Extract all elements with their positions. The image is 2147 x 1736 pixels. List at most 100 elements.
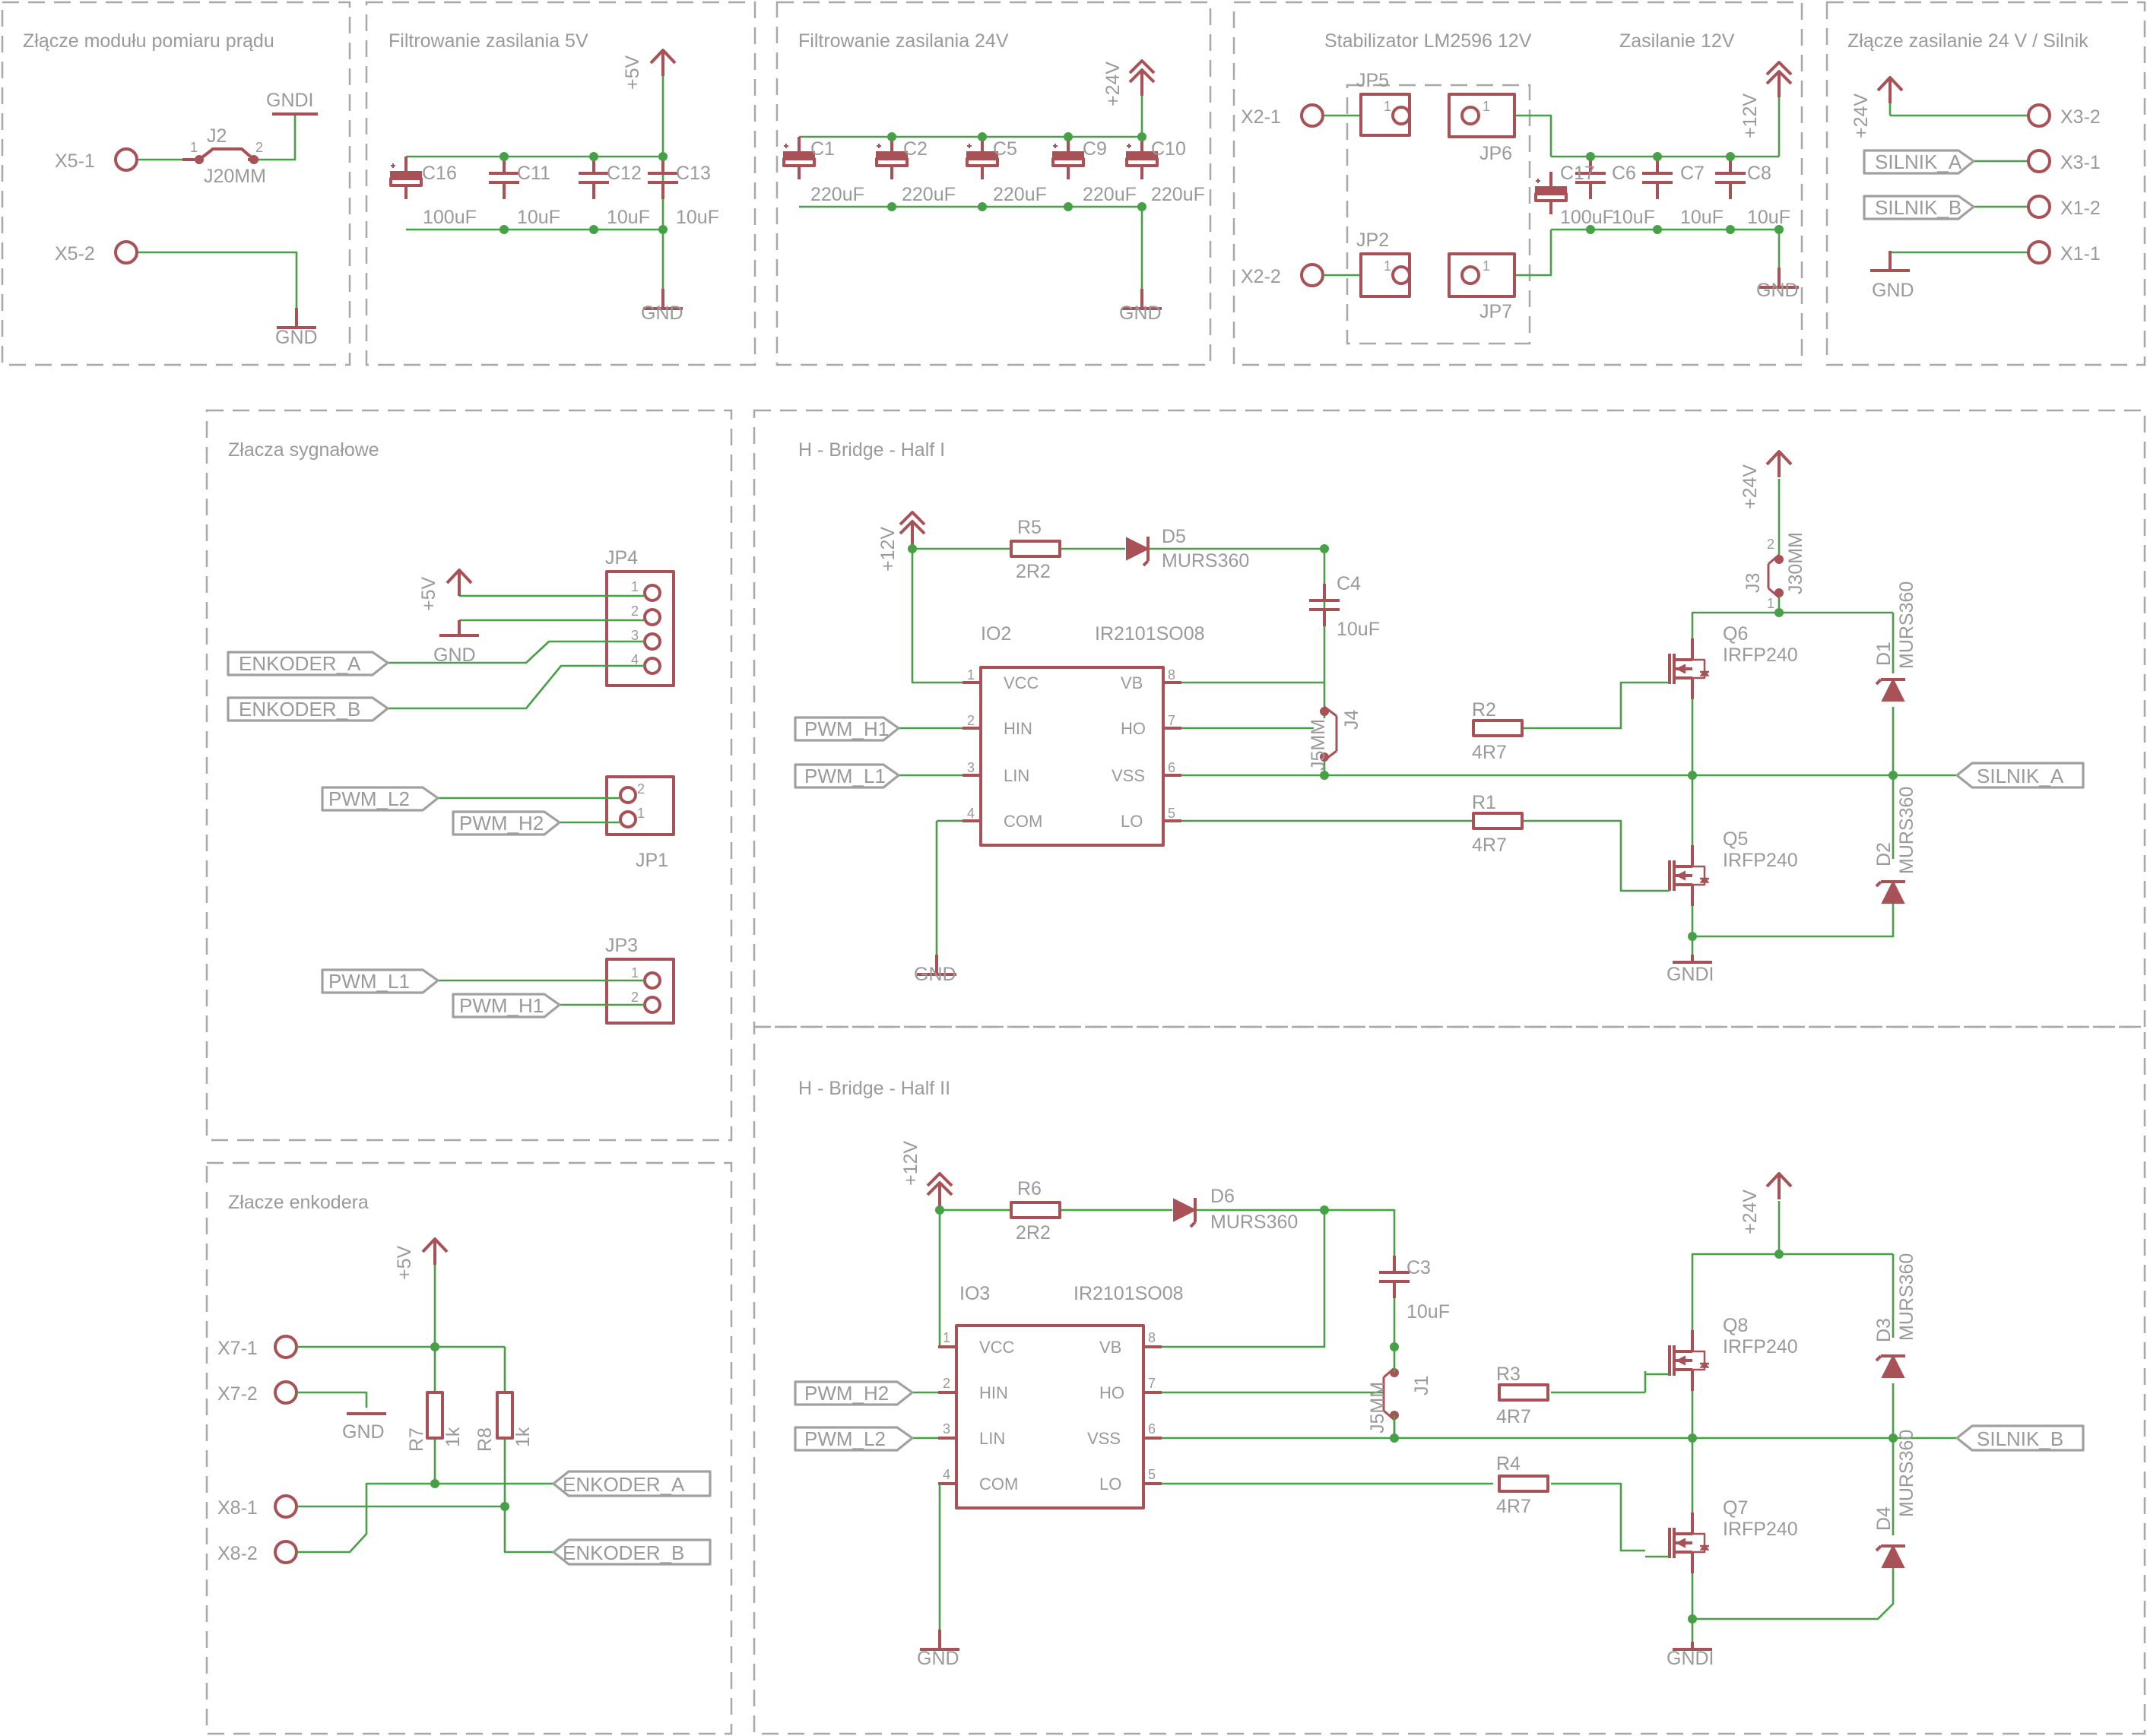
io3-pin3: 3: [943, 1421, 950, 1437]
r2-value: 4R7: [1472, 742, 1507, 763]
pwm-l1-flag-jp3: PWM_L1: [328, 970, 410, 993]
io2-vss: VSS: [1112, 766, 1145, 785]
q8-label: Q8: [1723, 1315, 1748, 1336]
d6-label: D6: [1210, 1186, 1235, 1207]
title-current-module: Złącze modułu pomiaru prądu: [23, 30, 274, 52]
filter-5v-circuit: [389, 49, 684, 310]
enkoder-a-flag-jp4: ENKODER_A: [239, 652, 361, 675]
r4-label: R4: [1496, 1453, 1521, 1475]
j4-value: J5MM: [1308, 719, 1329, 771]
gnd-label-jp4: GND: [433, 645, 476, 666]
pad-x3-2-label: X3-2: [2060, 106, 2101, 128]
c3-value: 10uF: [1406, 1301, 1450, 1323]
frame-signal-connectors: [205, 409, 733, 1142]
gnd-label-12v: GND: [1756, 280, 1799, 301]
pad-x7-1-label: X7-1: [217, 1338, 258, 1359]
io3-vb: VB: [1099, 1338, 1121, 1357]
d1-label: D1: [1873, 641, 1895, 666]
encoder-connector-circuit: [274, 1237, 712, 1566]
gndi-label-hb1: GNDI: [1667, 964, 1714, 985]
gnd-label-encoder: GND: [342, 1421, 385, 1443]
enkoder-b-flag-enc: ENKODER_B: [563, 1541, 684, 1564]
frame-filter-24v: [775, 1, 1212, 366]
jp1-pin2: 2: [637, 781, 645, 797]
title-signal-connectors: Złacza sygnałowe: [228, 439, 379, 461]
r4-value: 4R7: [1496, 1496, 1531, 1517]
p12v-label-regulator: +12V: [1739, 93, 1761, 138]
q6-label: Q6: [1723, 623, 1748, 645]
title-power-24v-motor: Złącze zasilanie 24 V / Silnik: [1847, 30, 2088, 52]
regulator-circuit: [1300, 61, 1800, 345]
c2-label: C2: [903, 138, 928, 160]
r6-label: R6: [1017, 1178, 1042, 1199]
c6-value: 10uF: [1612, 207, 1655, 228]
pwm-h1-flag-jp3: PWM_H1: [459, 994, 544, 1017]
j3-label: J3: [1743, 573, 1764, 593]
c12-label: C12: [607, 163, 642, 184]
q5-value: IRFP240: [1723, 850, 1798, 871]
hbridge-half-1-circuit: [794, 450, 2085, 976]
d2-label: D2: [1873, 842, 1895, 866]
io3-pin2: 2: [943, 1376, 950, 1391]
p24v-label-filter: +24V: [1102, 62, 1124, 106]
io3-vcc: VCC: [979, 1338, 1015, 1357]
d2-value: MURS360: [1896, 787, 1917, 874]
j2-value: J20MM: [204, 166, 266, 187]
jp6-pin1: 1: [1483, 99, 1490, 114]
c3-label: C3: [1406, 1257, 1431, 1278]
jp3-pin2: 2: [631, 990, 639, 1005]
r1-label: R1: [1472, 792, 1496, 813]
jp2-label: JP2: [1356, 230, 1389, 251]
io3-part: IR2101SO08: [1074, 1283, 1184, 1304]
j1-value: J5MM: [1367, 1382, 1388, 1433]
c8-label: C8: [1747, 163, 1771, 184]
c10-label: C10: [1151, 138, 1186, 160]
r5-value: 2R2: [1016, 561, 1051, 582]
io2-pin4: 4: [967, 806, 975, 821]
c5-value: 220uF: [993, 184, 1047, 205]
io3-com: COM: [979, 1475, 1018, 1494]
io2-pin2: 2: [967, 713, 975, 728]
io2-lin: LIN: [1004, 766, 1029, 785]
silnik-b-flag-hb2: SILNIK_B: [1977, 1427, 2063, 1450]
j3-pin1: 1: [1767, 596, 1774, 611]
c12-value: 10uF: [607, 207, 650, 228]
io2-vcc: VCC: [1004, 673, 1039, 692]
pad-x8-2-label: X8-2: [217, 1543, 258, 1564]
io3-ho: HO: [1099, 1383, 1124, 1402]
io2-pin1: 1: [967, 667, 975, 683]
io3-pin7: 7: [1148, 1376, 1156, 1391]
r3-label: R3: [1496, 1364, 1521, 1385]
enkoder-b-flag-jp4: ENKODER_B: [239, 698, 360, 721]
frame-hbridge-half-1: [753, 409, 2146, 1028]
r6-value: 2R2: [1016, 1222, 1051, 1243]
title-regulator: Stabilizator LM2596 12V: [1324, 30, 1532, 52]
silnik-a-flag-hb1: SILNIK_A: [1977, 765, 2064, 787]
title-hbridge-half-2: H - Bridge - Half II: [798, 1078, 950, 1099]
filter-24v-circuit: [782, 59, 1163, 310]
c6-label: C6: [1612, 163, 1636, 184]
current-module-circuit: [114, 112, 318, 329]
jp3-pin1: 1: [631, 965, 639, 980]
frame-filter-5v: [365, 1, 756, 366]
jp1-label: JP1: [636, 850, 668, 871]
pad-x7-2-label: X7-2: [217, 1383, 258, 1405]
d4-label: D4: [1873, 1506, 1895, 1531]
j2-pin1: 1: [190, 140, 198, 155]
d3-value: MURS360: [1896, 1253, 1917, 1341]
r7-value: 1k: [442, 1427, 464, 1447]
io2-label: IO2: [981, 623, 1011, 645]
j3-pin2: 2: [1767, 537, 1774, 552]
jp4-pin4: 4: [631, 652, 639, 667]
jp4-label: JP4: [605, 547, 638, 569]
pwm-h2-flag-jp1: PWM_H2: [459, 812, 544, 835]
p5v-label-filter: +5V: [622, 55, 643, 90]
j4-label: J4: [1341, 710, 1362, 730]
c7-value: 10uF: [1680, 207, 1724, 228]
silnik-b-flag-conn: SILNIK_B: [1875, 196, 1961, 219]
io3-pin1: 1: [943, 1330, 950, 1345]
pad-x1-1-label: X1-1: [2060, 243, 2101, 265]
p12v-label-hb2: +12V: [900, 1141, 921, 1186]
jp7-label: JP7: [1479, 301, 1512, 322]
r1-value: 4R7: [1472, 835, 1507, 856]
